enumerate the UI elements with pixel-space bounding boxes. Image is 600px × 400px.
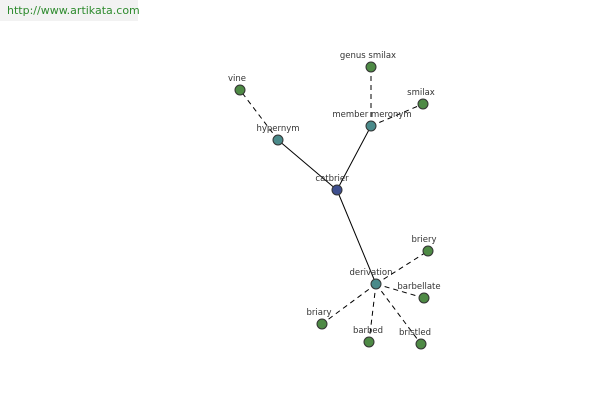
node-barbellate[interactable] xyxy=(418,292,430,304)
nodes-layer xyxy=(234,61,434,350)
node-label-member-meronym[interactable]: member meronym xyxy=(332,110,411,120)
node-derivation[interactable] xyxy=(370,278,382,290)
node-hypernym[interactable] xyxy=(272,134,284,146)
node-label-genus-smilax[interactable]: genus smilax xyxy=(340,51,396,61)
node-label-derivation[interactable]: derivation xyxy=(349,268,392,278)
edge-derivation-bristled xyxy=(375,283,422,345)
edge-catbrier-hypernym xyxy=(277,139,338,191)
node-label-briary[interactable]: briary xyxy=(307,308,332,318)
edge-catbrier-derivation xyxy=(336,189,377,285)
node-label-smilax[interactable]: smilax xyxy=(407,88,435,98)
edge-hypernym-vine xyxy=(239,89,279,141)
node-briery[interactable] xyxy=(422,245,434,257)
node-catbrier[interactable] xyxy=(331,184,343,196)
node-label-bristled[interactable]: bristled xyxy=(399,328,431,338)
edge-derivation-barbed xyxy=(368,283,377,343)
node-label-barbed[interactable]: barbed xyxy=(353,326,383,336)
node-vine[interactable] xyxy=(234,84,246,96)
edge-member-meronym-smilax xyxy=(370,103,424,127)
site-url-link[interactable]: http://www.artikata.com xyxy=(7,4,140,17)
edge-derivation-briary xyxy=(321,283,377,325)
node-briary[interactable] xyxy=(316,318,328,330)
node-genus-smilax[interactable] xyxy=(365,61,377,73)
edge-catbrier-member-meronym xyxy=(336,125,372,191)
node-bristled[interactable] xyxy=(415,338,427,350)
node-label-catbrier[interactable]: catbrier xyxy=(315,174,349,184)
edge-derivation-briery xyxy=(375,250,429,285)
url-banner: http://www.artikata.com xyxy=(0,0,140,21)
node-smilax[interactable] xyxy=(417,98,429,110)
labels-layer: catbrier hypernym member meronym derivation… xyxy=(228,51,441,338)
node-label-briery[interactable]: briery xyxy=(411,235,436,245)
edges-layer xyxy=(239,67,429,345)
node-member-meronym[interactable] xyxy=(365,120,377,132)
node-label-hypernym[interactable]: hypernym xyxy=(256,124,299,134)
node-label-vine[interactable]: vine xyxy=(228,74,246,84)
node-barbed[interactable] xyxy=(363,336,375,348)
node-label-barbellate[interactable]: barbellate xyxy=(397,282,440,292)
